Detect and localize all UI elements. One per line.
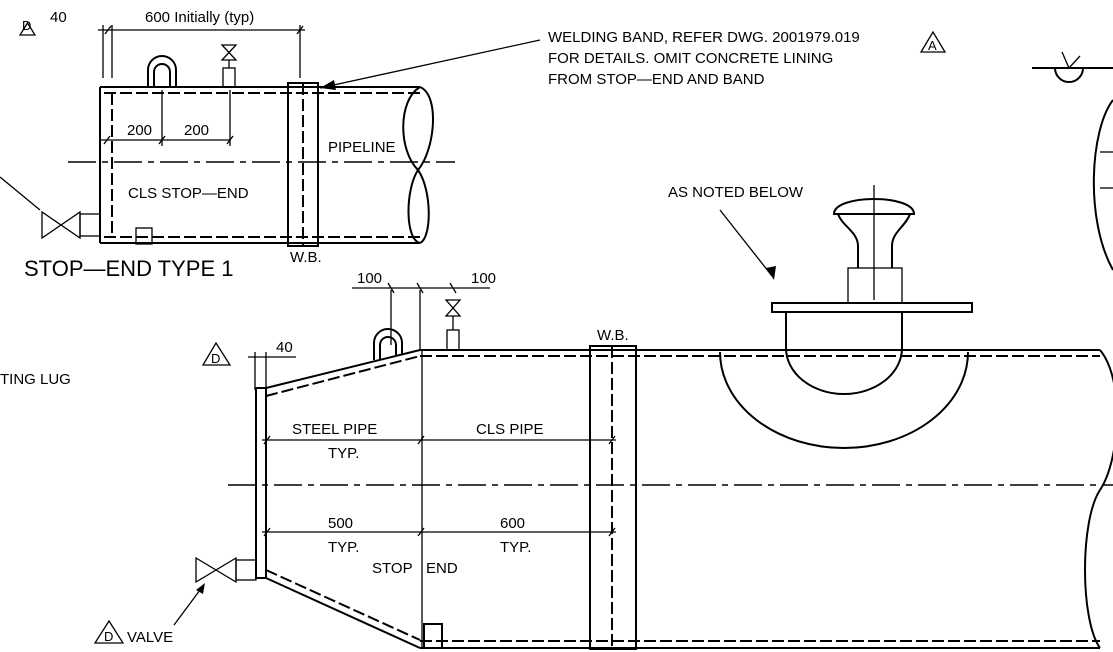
right-partial-view — [1032, 51, 1113, 271]
cls-pipe-label: CLS PIPE — [476, 421, 544, 438]
welding-note-line1: WELDING BAND, REFER DWG. 2001979.019 — [548, 29, 860, 46]
valve-label: VALVE — [127, 629, 173, 646]
dim-100b-label: 100 — [471, 270, 496, 287]
revision-tag-a: A — [919, 30, 947, 53]
dim-600-bottom-label: 600 — [500, 515, 525, 532]
welding-note-line2: FOR DETAILS. OMIT CONCRETE LINING — [548, 50, 833, 67]
stop-label: STOP — [372, 560, 413, 577]
dim-200b-label: 200 — [184, 122, 209, 139]
typ2-label: TYP. — [328, 539, 359, 556]
typ3-label: TYP. — [500, 539, 531, 556]
welding-note: WELDING BAND, REFER DWG. 2001979.019 FOR… — [319, 29, 947, 90]
revision-tag-d-bottom: D — [201, 341, 232, 366]
revision-tag-label: D — [22, 18, 31, 33]
dim-40-bottom-label: 40 — [276, 339, 293, 356]
cls-stop-end-label: CLS STOP—END — [128, 185, 249, 202]
revision-tag-d-valve: D — [93, 619, 125, 644]
svg-text:D: D — [211, 351, 220, 366]
as-noted-below-label: AS NOTED BELOW — [668, 184, 804, 201]
svg-text:D: D — [104, 629, 113, 644]
stop-end-type1-title: STOP—END TYPE 1 — [24, 256, 233, 281]
wb-label-bottom: W.B. — [597, 327, 629, 344]
dim-100a-label: 100 — [357, 270, 382, 287]
as-noted-leader — [719, 209, 773, 277]
lifting-lug-partial-label: TING LUG — [0, 371, 71, 388]
end-label: END — [426, 560, 458, 577]
wb-label-top: W.B. — [290, 249, 322, 266]
revision-tag-d-top: D — [18, 18, 37, 36]
typ1-label: TYP. — [328, 445, 359, 462]
dim-200a-label: 200 — [127, 122, 152, 139]
bottom-view: 100 100 D 40 — [93, 185, 1113, 650]
steel-pipe-label: STEEL PIPE — [292, 421, 377, 438]
dim-500-label: 500 — [328, 515, 353, 532]
top-view: D 40 600 Initially (typ) — [0, 9, 455, 281]
welding-note-line3: FROM STOP—END AND BAND — [548, 71, 765, 88]
dim-600-label: 600 Initially (typ) — [145, 9, 254, 26]
pipeline-label: PIPELINE — [328, 139, 396, 156]
dim-40-label: 40 — [50, 9, 67, 26]
svg-text:A: A — [928, 38, 937, 53]
